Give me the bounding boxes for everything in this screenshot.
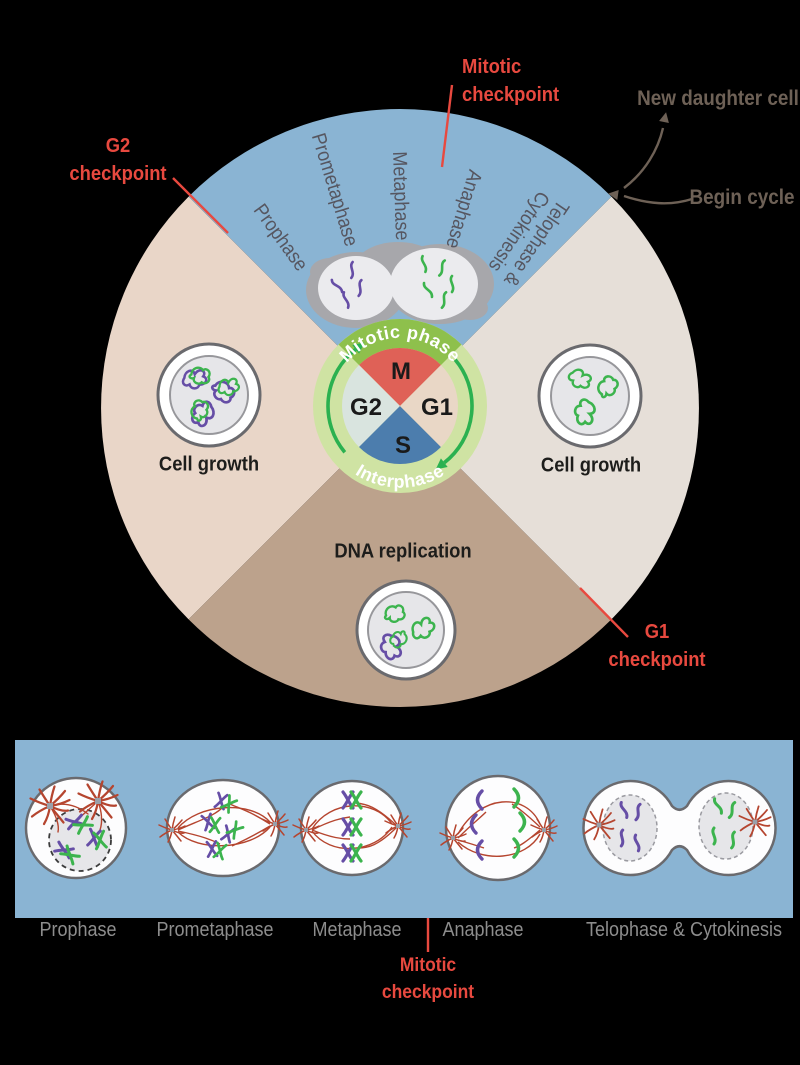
daughter-cell-arrows xyxy=(623,127,693,205)
begin-cycle-arrow-head xyxy=(608,190,619,200)
timeline-label-telophase-cytokinesis: Telophase & Cytokinesis xyxy=(585,919,783,941)
prophase-cell-illustration xyxy=(24,776,128,880)
telophase-cytokinesis-illustration xyxy=(582,779,777,877)
cycle-arrow-head-left xyxy=(352,342,365,354)
cell-growth-right-label: Cell growth xyxy=(540,454,642,477)
metaphase-cell-illustration xyxy=(292,779,412,877)
timeline-label-prometaphase: Prometaphase xyxy=(156,919,274,941)
cycle-direction-arrows xyxy=(326,347,474,465)
wheel-label-m: M xyxy=(391,358,411,385)
wheel-label-g1: G1 xyxy=(421,394,453,421)
g1-checkpoint-label: G1 checkpoint xyxy=(608,621,706,671)
cell-growth-left-illustration xyxy=(156,342,262,448)
g2-checkpoint-line xyxy=(172,177,229,234)
cell-growth-left-label: Cell growth xyxy=(158,453,260,476)
anaphase-cell-illustration xyxy=(439,774,558,882)
sector-s xyxy=(188,408,612,707)
wheel-mitotic-arc xyxy=(338,319,462,365)
new-daughter-cell-arrow xyxy=(623,127,665,189)
prometaphase-cell-illustration xyxy=(158,778,289,878)
dna-replication-label: DNA replication xyxy=(334,540,472,563)
wheel-quadrant-g2 xyxy=(342,365,400,447)
cycle-arrow-head-right xyxy=(435,458,448,470)
mitotic-checkpoint-label: Mitotic checkpoint xyxy=(462,56,560,106)
wheel-label-s: S xyxy=(395,432,411,459)
begin-cycle-arrow xyxy=(623,194,693,205)
wheel-quadrant-g1 xyxy=(400,365,458,447)
begin-cycle-label: Begin cycle xyxy=(689,186,795,209)
mitotic-checkpoint-timeline-label: Mitotic checkpoint xyxy=(381,955,475,1003)
checkpoint-lines xyxy=(172,84,629,952)
mitotic-checkpoint-line xyxy=(440,84,454,168)
timeline-label-prophase: Prophase xyxy=(39,919,117,941)
g2-checkpoint-label: G2 checkpoint xyxy=(69,135,167,185)
timeline-label-anaphase: Anaphase xyxy=(442,919,524,941)
new-daughter-arrow-head xyxy=(659,112,669,124)
timeline-label-metaphase: Metaphase xyxy=(312,919,402,941)
g1-checkpoint-line xyxy=(579,587,629,638)
dna-replication-cell-illustration xyxy=(355,579,457,681)
wheel-quadrant-s xyxy=(359,406,441,464)
new-daughter-cell-label: New daughter cell xyxy=(637,87,799,110)
phase-label-metaphase: Metaphase xyxy=(387,151,414,241)
dividing-cell-illustration xyxy=(306,242,494,328)
cell-growth-right-illustration xyxy=(537,343,643,449)
wheel-label-g2: G2 xyxy=(350,394,382,421)
wheel-quadrant-m xyxy=(359,348,441,406)
cycle-wheel: Mitotic phase Interphase M G2 G1 S xyxy=(313,319,487,493)
